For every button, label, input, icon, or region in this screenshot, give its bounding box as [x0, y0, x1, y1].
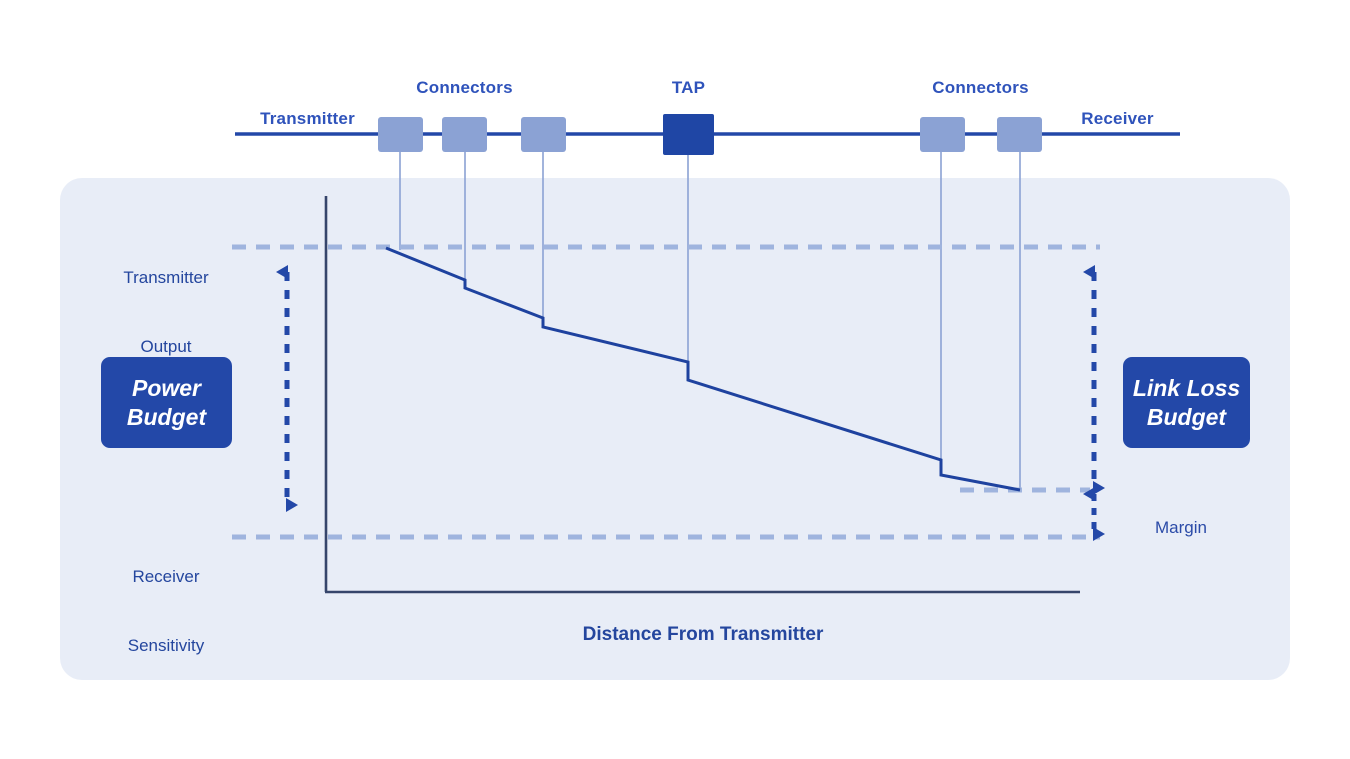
connector-block-1[interactable] — [378, 117, 423, 152]
connector-block-3[interactable] — [521, 117, 566, 152]
link-loss-budget-badge-line1: Link Loss — [1132, 374, 1241, 401]
power-budget-badge-line2: Budget — [126, 403, 207, 430]
connectors-label-right: Connectors — [932, 78, 1029, 97]
connector-block-2[interactable] — [442, 117, 487, 152]
receiver-sensitivity-label-line2: Sensitivity — [127, 636, 205, 655]
connector-block-5[interactable] — [997, 117, 1042, 152]
transmitter-output-label: Transmitter Output — [85, 220, 247, 404]
tap-block[interactable] — [663, 114, 714, 155]
connectors-label-left: Connectors — [416, 78, 513, 97]
transmitter-label: Transmitter — [260, 109, 355, 128]
receiver-sensitivity-label-line1: Receiver — [132, 567, 200, 586]
component-drop-lines — [399, 146, 1021, 492]
transmitter-output-label-line1: Transmitter — [123, 268, 209, 287]
receiver-label: Receiver — [1081, 109, 1154, 128]
chart-card — [60, 178, 1290, 680]
margin-label: Margin — [1155, 518, 1207, 537]
x-axis-title: Distance From Transmitter — [582, 624, 824, 645]
receiver-sensitivity-label: Receiver Sensitivity — [85, 519, 247, 703]
transmitter-output-label-line2: Output — [140, 337, 192, 356]
power-budget-badge-line1: Power — [131, 374, 202, 401]
tap-label: TAP — [671, 78, 706, 97]
connector-block-4[interactable] — [920, 117, 965, 152]
link-loss-budget-badge-line2: Budget — [1146, 403, 1227, 430]
power-budget-badge[interactable]: Power Budget — [101, 357, 232, 448]
optical-power-trace — [385, 246, 1021, 492]
link-loss-budget-badge[interactable]: Link Loss Budget — [1123, 357, 1250, 448]
